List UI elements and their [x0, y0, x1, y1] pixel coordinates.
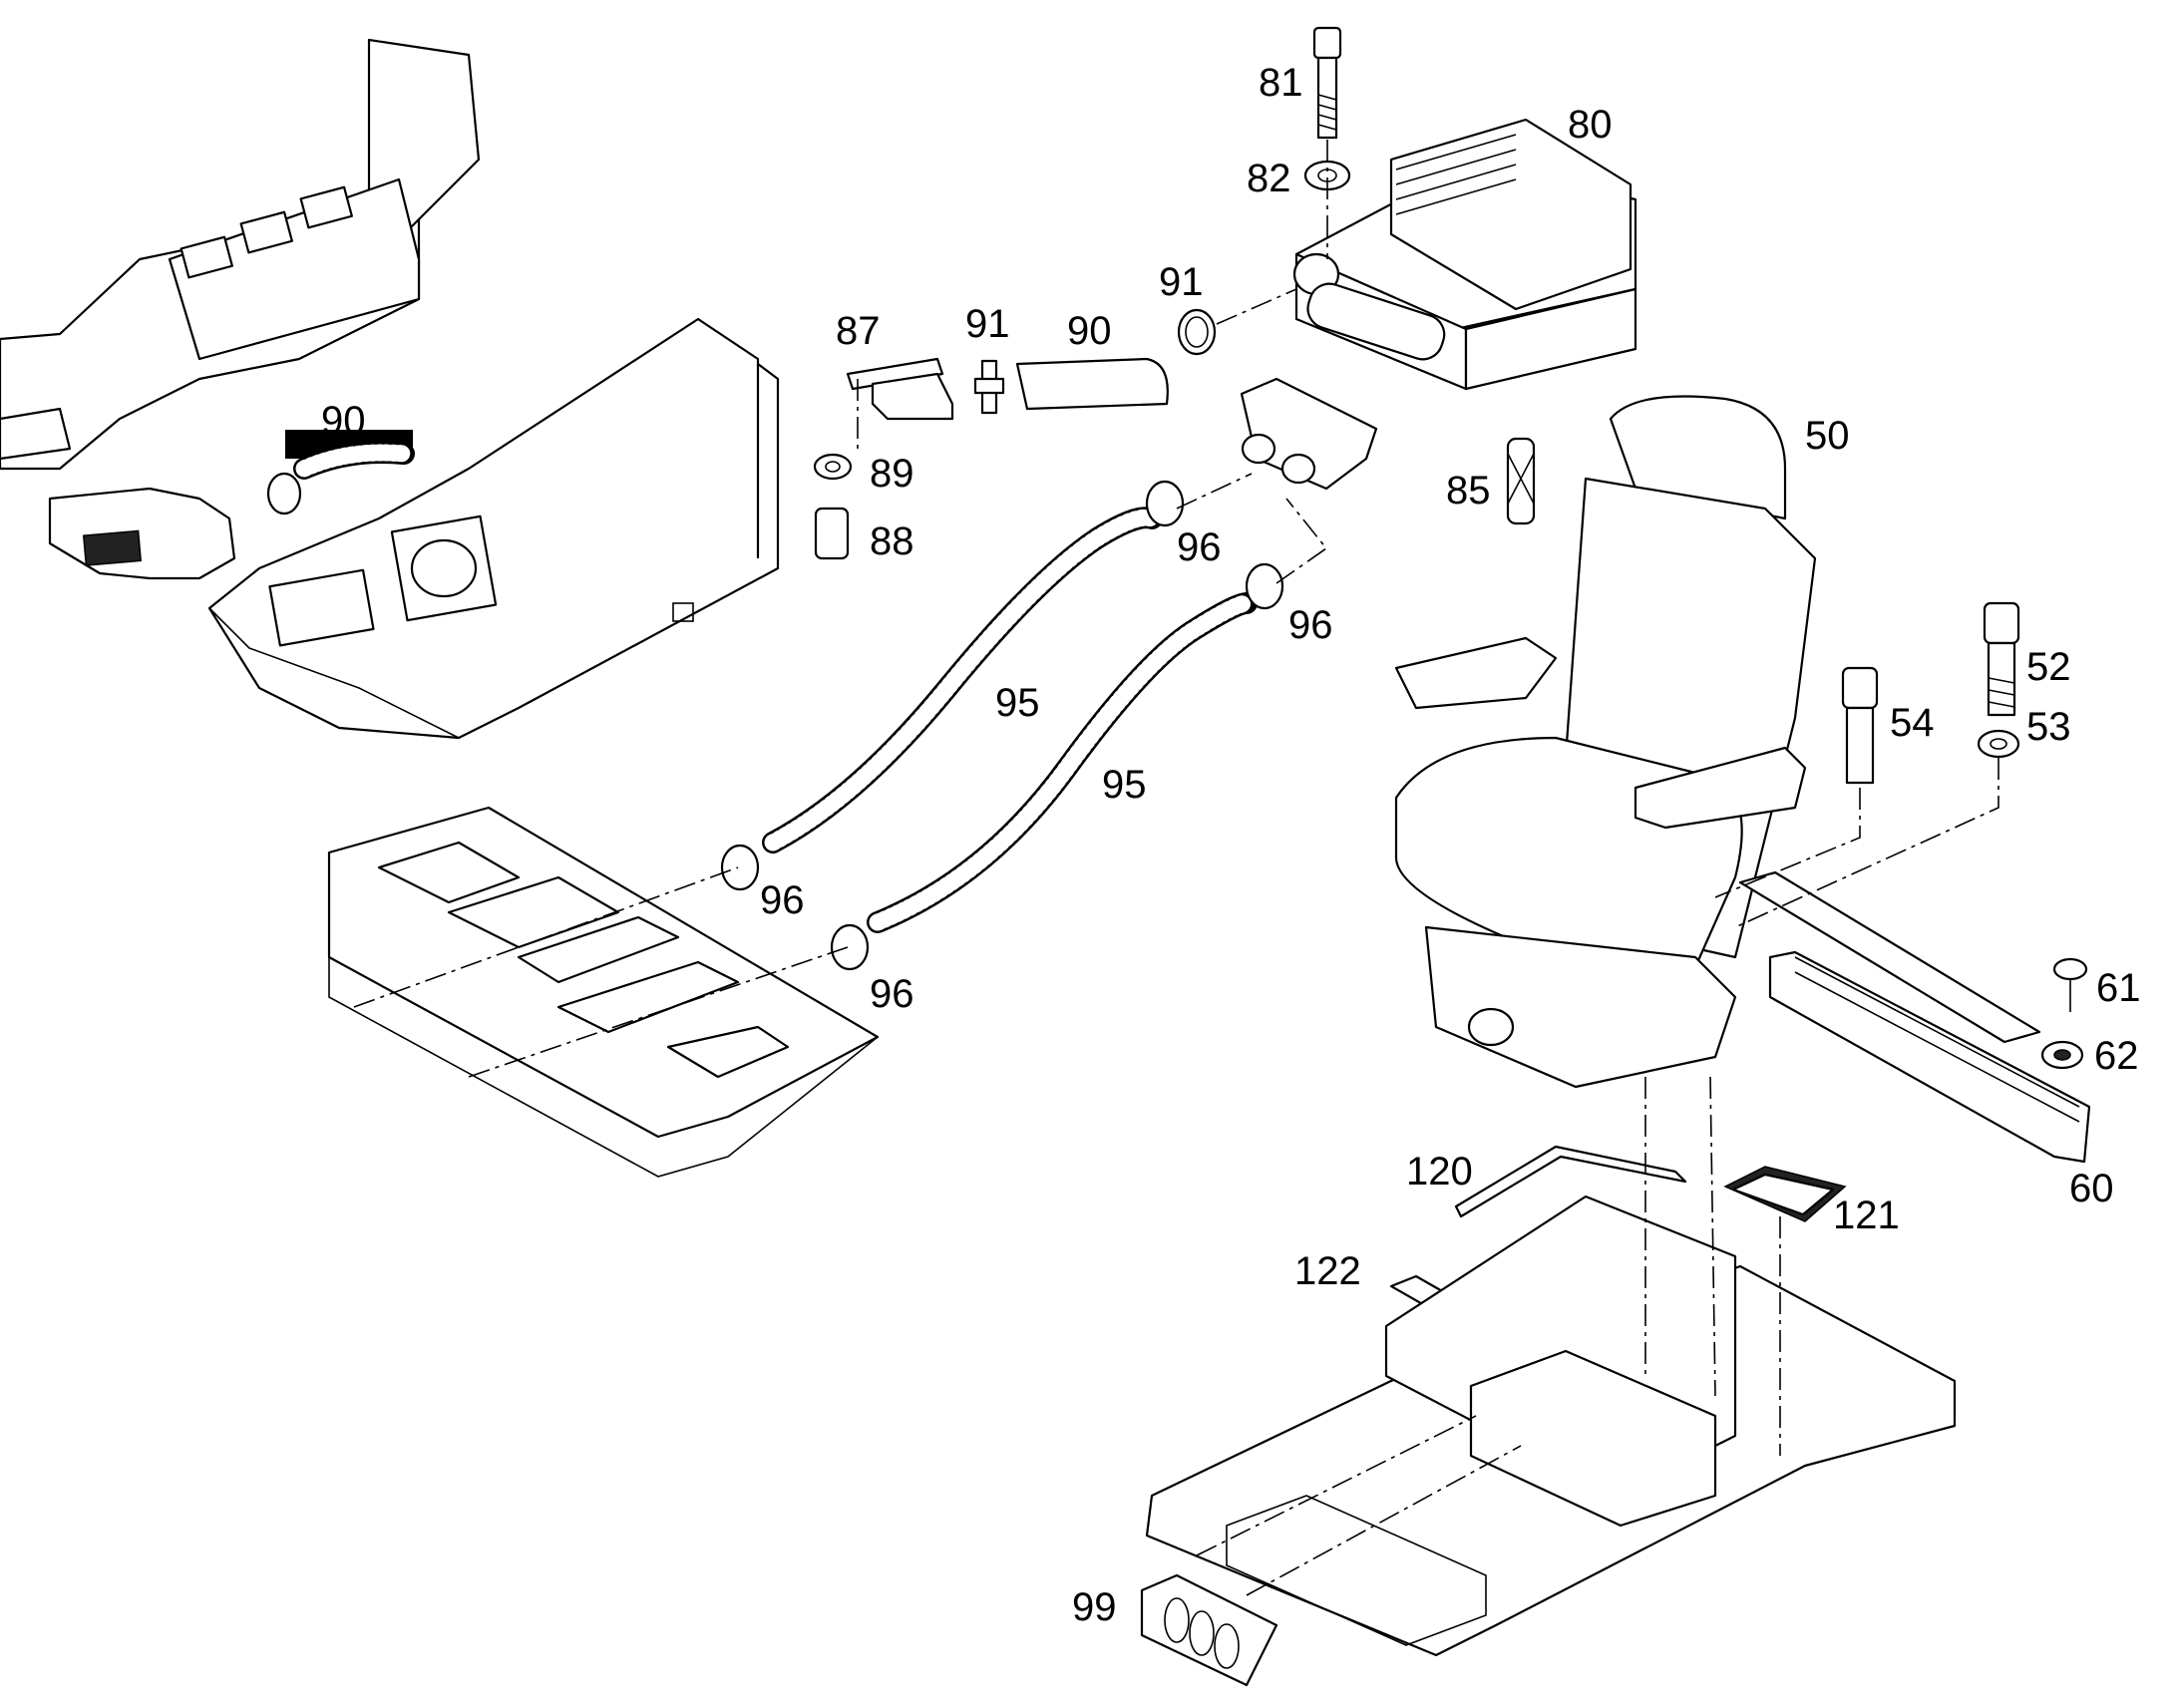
- callout-96-a: 96: [1177, 525, 1222, 569]
- screw-61: [2052, 957, 2088, 1012]
- callout-88: 88: [870, 519, 914, 563]
- clamp-91-right: [1177, 308, 1217, 356]
- callout-54: 54: [1890, 701, 1935, 745]
- hose-95-lower: [867, 592, 1258, 933]
- callout-99: 99: [1072, 1585, 1117, 1629]
- vent-99: [1140, 1573, 1278, 1687]
- callout-95-lower: 95: [1102, 763, 1147, 807]
- callout-52: 52: [2026, 645, 2071, 689]
- callout-80: 80: [1568, 103, 1613, 147]
- callout-labels: 81 80 82 91 87 91 90 90 89 88 50 85 96 9…: [321, 61, 2141, 1629]
- washer-53: [1977, 729, 2020, 759]
- cover-121: [1723, 1166, 1847, 1222]
- clamp-96-c: [720, 844, 760, 891]
- screw-88: [814, 507, 850, 560]
- callout-91-right: 91: [1159, 260, 1204, 304]
- air-duct-left: [48, 430, 415, 580]
- callout-82: 82: [1247, 157, 1291, 200]
- heater-unit-80: [1292, 118, 1637, 391]
- callout-53: 53: [2026, 705, 2071, 749]
- pedal-floor-plate: [327, 806, 880, 1178]
- cab-floor-frame: [1145, 1195, 1957, 1657]
- callout-91-left: 91: [965, 302, 1010, 346]
- center-console: [207, 317, 780, 740]
- callout-60: 60: [2069, 1167, 2114, 1210]
- spacer-85: [1506, 437, 1536, 525]
- operator-seat-50: [1394, 395, 1817, 1089]
- callout-96-c: 96: [760, 878, 805, 922]
- duct-90-straight: [1015, 357, 1169, 411]
- bracket-120: [1454, 1145, 1687, 1218]
- screw-54: [1841, 666, 1879, 785]
- leader-lines: [353, 140, 1999, 1596]
- callout-121: 121: [1833, 1194, 1900, 1237]
- clamp-91-left: [973, 359, 1005, 415]
- callout-120: 120: [1406, 1150, 1473, 1194]
- clamp-96-b: [1245, 562, 1284, 610]
- callout-95-upper: 95: [995, 681, 1040, 725]
- callout-122: 122: [1294, 1249, 1361, 1293]
- callout-89: 89: [870, 452, 914, 496]
- hose-95-upper: [762, 507, 1163, 854]
- callout-50: 50: [1805, 414, 1850, 458]
- callout-96-b: 96: [1288, 603, 1333, 647]
- callout-90-left: 90: [321, 399, 366, 443]
- clamp-96-d: [830, 923, 870, 971]
- callout-87: 87: [836, 309, 881, 353]
- callout-85: 85: [1446, 469, 1491, 512]
- screw-52: [1983, 601, 2020, 717]
- callout-62: 62: [2094, 1034, 2139, 1078]
- callout-90-top: 90: [1067, 309, 1112, 353]
- callout-61: 61: [2096, 966, 2141, 1010]
- duct-junction: [1240, 377, 1378, 491]
- callout-96-d: 96: [870, 972, 914, 1016]
- dashboard-panel: [0, 38, 481, 471]
- clamp-96-a: [1145, 480, 1185, 527]
- washer-89: [813, 453, 853, 481]
- washer-62: [2040, 1040, 2084, 1070]
- seat-rail-60: [1738, 870, 2091, 1164]
- adapter-87: [846, 357, 954, 421]
- callout-81: 81: [1259, 61, 1303, 105]
- screw-81: [1312, 26, 1342, 140]
